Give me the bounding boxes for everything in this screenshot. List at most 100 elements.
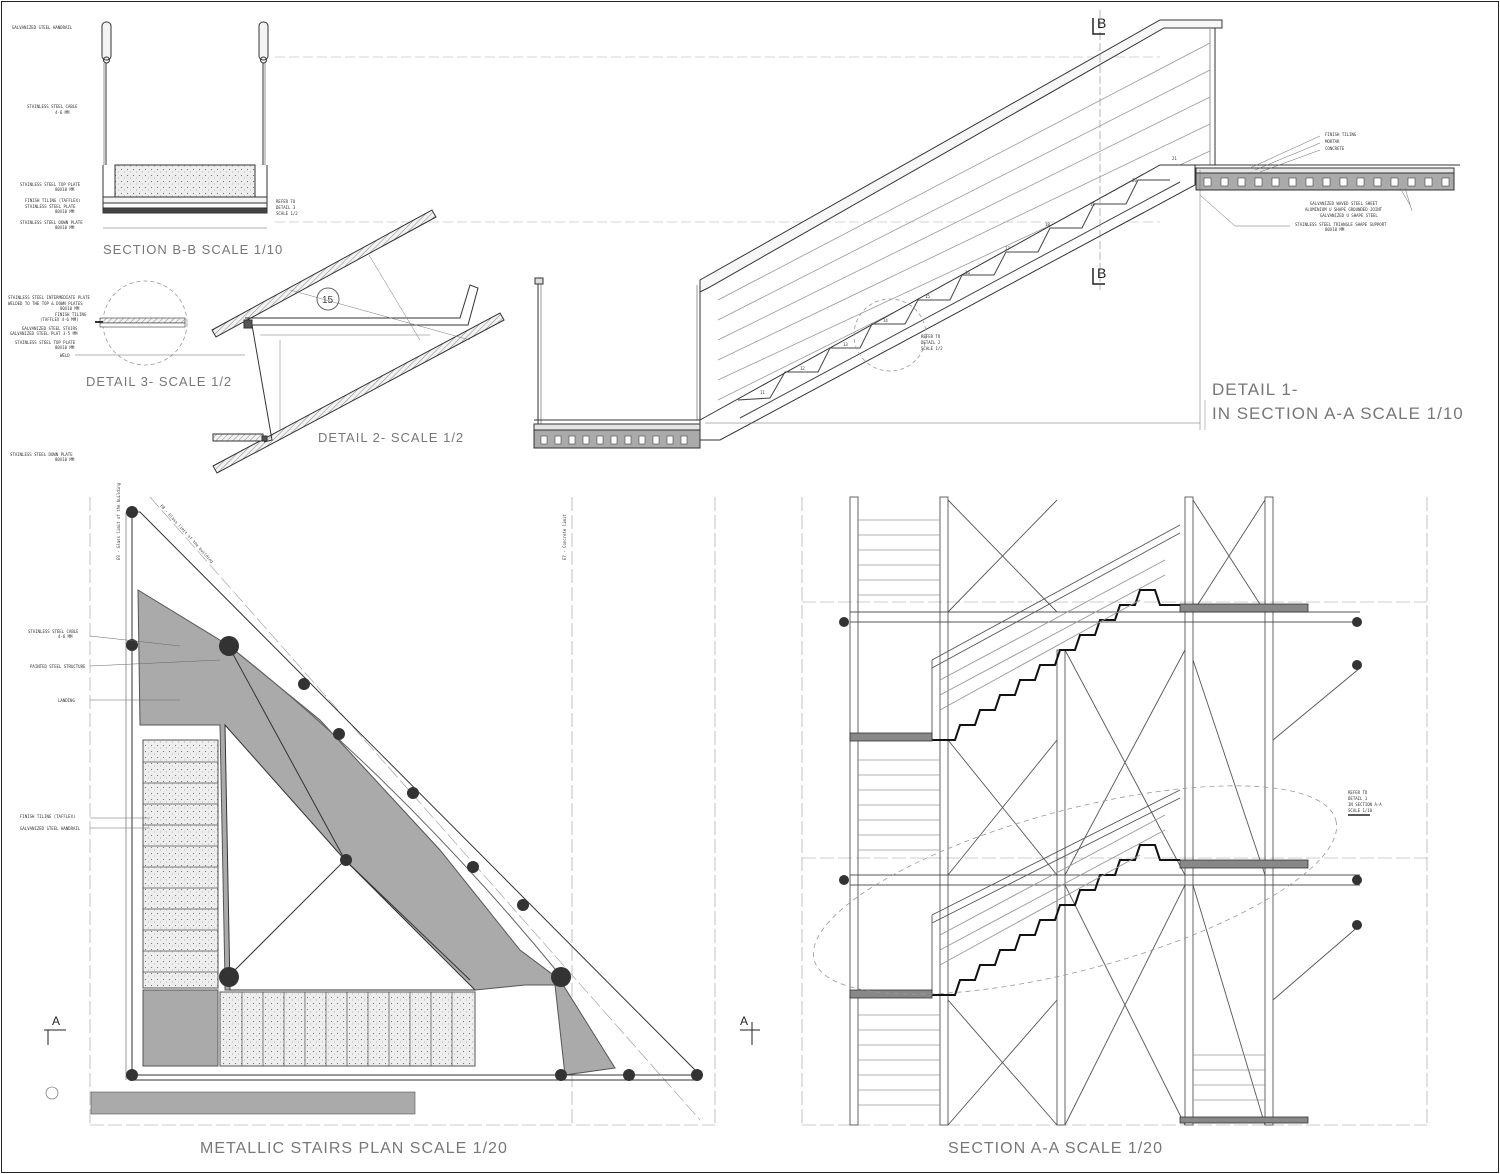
note-d1-1: MORTAR <box>1325 139 1340 144</box>
plan-title: METALLIC STAIRS PLAN SCALE 1/20 <box>200 1140 508 1157</box>
detail-1-title-line2: IN SECTION A-A SCALE 1/10 <box>1212 404 1464 423</box>
plan-tread-lines <box>143 761 453 1066</box>
detail-1-landing-teeth <box>540 177 1450 445</box>
section-bb-drawing <box>101 21 1160 229</box>
note-plan-2: PAINTED STEEL STRUCTURE <box>30 664 86 669</box>
refer-bb-2: SCALE 1/2 <box>276 211 298 216</box>
detail-1-step-numbers: 11 12 13 14 15 16 17 18 19 20 21 <box>760 156 1177 395</box>
detail-1-callout-ellipse <box>812 785 1338 995</box>
note-d1-0: FINISH TILING <box>1325 132 1357 137</box>
note-d3-0: STAINLESS STEEL INTERMEDIATE PLATE <box>8 295 90 300</box>
note-d1-7: 80X10 MM <box>1325 227 1345 232</box>
note-d3-1: WELDED TO THE TOP & DOWN PLATES <box>8 301 83 306</box>
note-bb-0: GALVANIZED STEEL HANDRAIL <box>12 25 73 30</box>
note-bb-1: STAINLESS STEEL CABLE <box>27 104 78 109</box>
detail-3-drawing <box>75 280 245 366</box>
note-d3-3: FINISH TILING <box>55 312 87 317</box>
detail-tag-15: 15 <box>322 295 334 306</box>
grid-label-diag: E8 - Glass limit of the building <box>159 503 215 564</box>
refer-aa-1: DETAIL 1 <box>1348 796 1368 801</box>
step-num-9: 20 <box>1132 178 1137 183</box>
plan-marker-a-right: A <box>740 1014 748 1028</box>
section-aa-landings <box>849 603 1309 1124</box>
note-d3-10: STAINLESS STEEL DOWN PLATE <box>10 452 73 457</box>
step-num-3: 14 <box>883 318 888 323</box>
plan-columns <box>126 506 703 1081</box>
plan-bottom-bar <box>90 1091 416 1115</box>
note-bb-3: STAINLESS STEEL TOP PLATE <box>20 182 81 187</box>
refer-d1-0: REFER TO <box>921 334 941 339</box>
note-d1-3: GALVANIZED WAVED STEEL SHEET <box>1310 201 1378 206</box>
section-bb-notes: GALVANIZED STEEL HANDRAIL STAINLESS STEE… <box>12 25 298 230</box>
section-bb-title: SECTION B-B SCALE 1/10 <box>103 242 283 257</box>
note-bb-5: FINISH TILING (TAFFLEX) <box>25 198 80 203</box>
section-arrow-b-top <box>1092 18 1105 35</box>
grid-label-e9: E9 - Glass limit of the building <box>116 482 121 560</box>
refer-bb-0: REFER TO <box>276 199 296 204</box>
plan-section-arrow-right <box>740 1022 760 1045</box>
plan-structure <box>125 511 701 1081</box>
note-plan-1: 4-6 MM <box>58 634 73 639</box>
step-num-6: 17 <box>1005 246 1010 251</box>
step-num-5: 16 <box>965 270 970 275</box>
step-num-7: 18 <box>1045 222 1050 227</box>
note-bb-7: 80X10 MM <box>55 209 75 214</box>
section-aa-frame <box>801 497 1428 1126</box>
note-plan-5: GALVANIZED STEEL HANDRAIL <box>20 826 81 831</box>
section-aa-handrails <box>931 524 1181 995</box>
step-num-2: 13 <box>843 342 848 347</box>
note-bb-2: 4-6 MM <box>55 110 70 115</box>
grid-label-e7: E7 - Concrete limit <box>562 514 567 560</box>
detail-2-title: DETAIL 2- SCALE 1/2 <box>318 430 464 445</box>
note-bb-4: 80X10 MM <box>55 187 75 192</box>
refer-bb-1: DETAIL 3 <box>276 205 296 210</box>
note-plan-3: LANDING <box>58 698 75 703</box>
detail-1-leaders <box>1199 135 1413 227</box>
note-d3-9: WELD <box>60 353 70 358</box>
note-d3-2: 80X10 MM <box>60 306 80 311</box>
note-d1-6: STAINLESS STEEL TRIANGLE SHAPE SUPPORT <box>1295 222 1387 227</box>
note-bb-9: 80X10 MM <box>55 225 75 230</box>
detail-1-notes: FINISH TILING MORTAR CONCRETE GALVANIZED… <box>921 132 1387 351</box>
note-d3-6: GALVANIZED STEEL PLAT 3-5 MM <box>10 331 78 336</box>
note-plan-0: STAINLESS STEEL CABLE <box>28 629 79 634</box>
step-num-4: 15 <box>925 294 930 299</box>
note-d1-2: CONCRETE <box>1325 146 1345 151</box>
section-aa-structure <box>849 496 1361 1126</box>
section-aa-title: SECTION A-A SCALE 1/20 <box>948 1140 1163 1157</box>
section-aa-railing-bars <box>858 519 1265 1106</box>
note-d3-4: (TAFFLEX 4-6 MM) <box>40 317 79 322</box>
detail-1-title-line1: DETAIL 1- <box>1212 380 1298 399</box>
note-bb-8: STAINLESS STEEL DOWN PLATE <box>20 220 83 225</box>
section-aa-refer: REFER TO DETAIL 1 IN SECTION A-A SCALE 1… <box>1348 790 1382 813</box>
plan-grid-labels: E9 - Glass limit of the building E7 - Co… <box>116 482 567 564</box>
step-num-1: 12 <box>800 366 805 371</box>
refer-aa-0: REFER TO <box>1348 790 1368 795</box>
note-d3-11: 80X10 MM <box>55 457 75 462</box>
refer-aa-3: SCALE 1/10 <box>1348 808 1373 813</box>
step-num-8: 19 <box>1090 202 1095 207</box>
section-marker-b-top: B <box>1097 15 1106 31</box>
refer-d1-1: DETAIL 2 <box>921 340 941 345</box>
section-marker-b-bottom: B <box>1097 265 1106 281</box>
note-bb-6: STAINLESS STEEL PLATE <box>25 204 76 209</box>
step-num-0: 11 <box>760 390 765 395</box>
section-arrow-b-bottom <box>1092 268 1105 285</box>
detail-2-drawing <box>211 209 505 474</box>
detail-1-drawing <box>533 10 1460 449</box>
step-num-10: 21 <box>1172 156 1177 161</box>
note-d3-8: 80X10 MM <box>55 345 75 350</box>
detail-3-notes: STAINLESS STEEL INTERMEDIATE PLATE WELDE… <box>8 295 90 462</box>
section-aa-columns <box>839 617 1362 930</box>
plan-marker-a-left: A <box>52 1014 60 1028</box>
note-d3-7: STAINLESS STEEL TOP PLATE <box>15 340 76 345</box>
refer-d1-2: SCALE 1/2 <box>921 346 943 351</box>
note-d3-5: GALVANIZED STEEL STAIRS <box>22 326 78 331</box>
plan-notes: STAINLESS STEEL CABLE 4-6 MM PAINTED STE… <box>20 629 86 831</box>
note-d1-4: ALUMINIUM U SHAPE GROUNDED JOINT <box>1305 207 1383 212</box>
plan-leaders <box>89 635 221 829</box>
note-plan-4: FINISH TILING (TAFFLEX) <box>20 814 75 819</box>
refer-aa-2: IN SECTION A-A <box>1348 802 1382 807</box>
